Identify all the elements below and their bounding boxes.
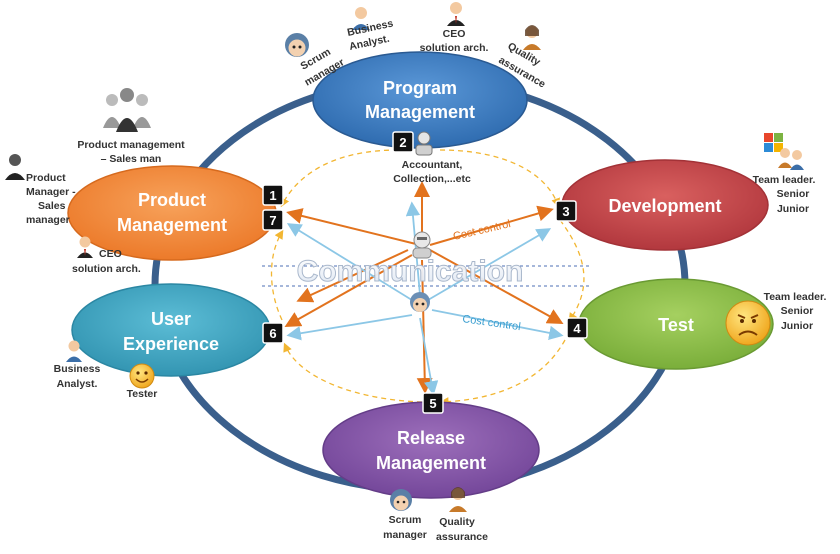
svg-text:Product: Product [138,190,206,210]
accountant-icon [415,131,433,156]
release-management-node[interactable]: Release Management [322,401,540,499]
product-manager-caption-line2: Manager - [26,186,76,198]
svg-text:Program: Program [383,78,457,98]
windows-logo-icon [764,133,783,152]
product-manager-icon [5,154,25,180]
step-badge-3: 3 [555,200,577,222]
svg-text:2: 2 [399,135,406,150]
dev-team-caption-line1: Team leader. [753,174,816,186]
svg-text:Management: Management [365,102,475,122]
development-node[interactable]: Development [561,159,769,251]
user-experience-node[interactable]: User Experience [71,283,271,377]
step-badge-4: 4 [566,317,588,339]
ceo-left-caption-line2: solution arch. [72,263,141,275]
scrum-manager-center-icon [410,292,430,312]
ceo-left-icon [77,236,93,258]
business-analyst-left-icon [66,340,82,362]
business-analyst-left-caption-line1: Business [54,363,101,375]
quality-assurance-bottom-icon [449,487,467,512]
product-manager-caption-line4: manager [26,214,70,226]
step-badge-7: 7 [262,209,284,231]
product-management-node[interactable]: Product Management [67,165,277,261]
svg-text:6: 6 [269,326,276,341]
svg-text:User: User [151,309,191,329]
product-sales-caption-line2: – Sales man [101,153,162,165]
product-sales-caption-line1: Product management [77,139,185,151]
ceo-top-icon [447,2,465,26]
product-manager-caption-line1: Product [26,172,66,184]
cost-control-label-upper: Cost control [452,218,512,243]
smiley-icon [129,363,155,389]
blue-arrows [286,201,564,396]
svg-text:Experience: Experience [123,334,219,354]
test-team-caption-line1: Team leader. [764,291,827,303]
scrum-manager-bottom-caption-line2: manager [383,529,427,541]
scrum-manager-bottom-icon [390,489,412,511]
communication-label: Communication [297,255,524,288]
product-manager-caption-line3: Sales [38,200,66,212]
scrum-manager-top-icon [285,33,309,57]
business-analyst-top-icon [352,7,370,30]
inner-dashed-loop [270,149,585,407]
quality-assurance-top-icon [523,25,541,50]
accountant-caption-line1: Accountant, [402,159,463,171]
step-badge-1: 1 [262,184,284,206]
svg-text:3: 3 [562,204,569,219]
angry-face-icon [725,300,771,346]
svg-text:Management: Management [376,453,486,473]
svg-text:7: 7 [269,213,276,228]
orange-arrows [284,181,564,394]
tester-caption: Tester [127,388,158,400]
step-badge-5: 5 [422,392,444,414]
ceo-top-caption-line1: CEO [443,28,466,40]
svg-text:Management: Management [117,215,227,235]
svg-text:Development: Development [608,196,721,216]
svg-text:1: 1 [269,188,276,203]
ceo-left-caption-line1: CEO [99,248,122,260]
test-node[interactable]: Test [578,278,774,370]
test-team-caption-line3: Junior [781,320,813,332]
svg-text:5: 5 [429,396,436,411]
business-analyst-left-caption-line2: Analyst. [57,378,98,390]
step-badge-6: 6 [262,322,284,344]
svg-text:4: 4 [573,321,581,336]
accountant-caption-line2: Collection,...etc [393,173,471,185]
dev-team-caption-line3: Junior [777,203,809,215]
cost-control-label-lower: Cost control [462,313,522,333]
svg-text:Test: Test [658,315,694,335]
dev-team-caption-line2: Senior [777,188,810,200]
test-team-caption-line2: Senior [781,305,814,317]
ceo-top-caption-line2: solution arch. [420,42,489,54]
scrum-manager-bottom-caption-line1: Scrum [389,514,422,526]
sales-team-icon [103,88,151,132]
step-badge-2: 2 [392,131,414,153]
accountant-center-icon [412,231,432,259]
svg-text:Release: Release [397,428,465,448]
quality-bottom-caption-line1: Quality [439,516,475,528]
dev-team-icon [778,148,804,170]
quality-bottom-caption-line2: assurance [436,531,488,543]
